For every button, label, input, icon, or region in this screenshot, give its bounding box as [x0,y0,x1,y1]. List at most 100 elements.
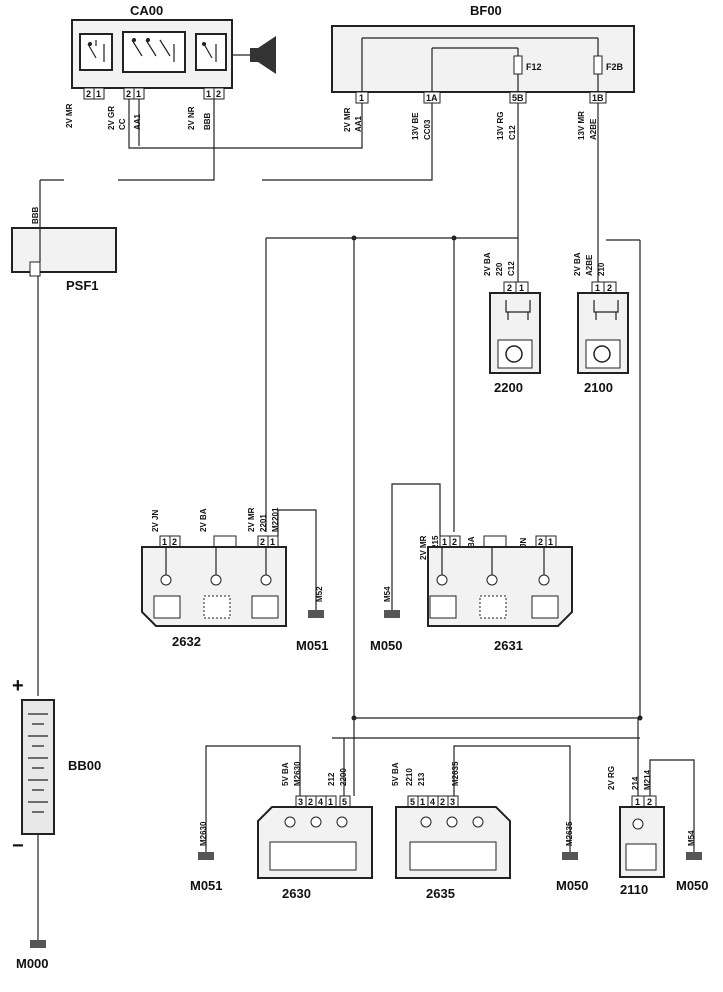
turn-signal-icon [409,841,497,871]
pin-ca00-a1: 2 [86,89,91,99]
pin-2632-b2: 1 [270,537,275,547]
label-2630: 2630 [282,886,311,901]
ground-label: M050 [370,638,403,653]
wire-label: 212 [327,772,336,786]
wire-label: 5V BA [281,762,290,786]
wire-label: 2V BA [199,508,208,532]
pin-2631-b1: 2 [538,537,543,547]
pin-2635: 1 [420,797,425,807]
pin-2110-b: 2 [647,797,652,807]
wire-label: 2V GR [107,106,116,130]
pin-2630: 5 [342,797,347,807]
label-2635: 2635 [426,886,455,901]
label-bb00: BB00 [68,758,101,773]
component-2632: 2V JN 2V BA 2V MR 2201 M2201 1 2 2 1 263… [141,507,287,649]
light-icon [479,595,507,619]
wire-label: AA1 [133,113,142,130]
wire-label: 2V BA [483,252,492,276]
pin-2630: 2 [308,797,313,807]
pin-2632-a1: 1 [162,537,167,547]
pin-ca00-b1: 2 [126,89,131,99]
wire-label: 210 [597,262,606,276]
wire-label: M214 [643,769,652,790]
battery-minus: − [12,835,24,857]
wire-label: CC [118,118,127,130]
component-bb00: + − BB00 [12,675,101,857]
wire-label: 5V BA [391,762,400,786]
horn-icon [250,36,276,74]
component-2635: 5V BA 2210 213 M2635 5 1 4 2 3 2635 [391,761,511,901]
fog-lamp-icon [531,595,559,619]
pin-2635: 2 [440,797,445,807]
wire-label: 2V JN [151,510,160,532]
lamp-icon [593,345,611,363]
wire-label: M2630 [293,761,302,786]
label-psf1: PSF1 [66,278,99,293]
label-2110: 2110 [620,882,648,897]
label-2631: 2631 [494,638,523,653]
ground-label: M54 [687,830,696,846]
label-2632: 2632 [172,634,201,649]
component-2100: 2V BA A2BE 210 1 2 2100 [573,252,629,395]
pin-ca00-c2: 2 [216,89,221,99]
lamp-icon [625,843,657,871]
light-icon [203,595,231,619]
pin-2635: 5 [410,797,415,807]
wire-label: 2200 [339,768,348,786]
headlamp-icon [429,595,457,619]
component-psf1: BBB PSF1 [11,206,117,293]
ground-label: M2635 [565,821,574,846]
pin-bf00-1a: 1A [426,93,438,103]
wire-label: 2V MR [247,507,256,532]
component-ca00: CA00 2 1 2 1 1 2 [71,3,276,100]
wire-label: 2210 [405,768,414,786]
pin-2110-a: 1 [635,797,640,807]
pin-2100-b: 2 [607,283,612,293]
ground-label: M000 [16,956,49,971]
lamp-icon [505,345,523,363]
wire-label: 2201 [259,514,268,532]
pin-2631-a2: 2 [452,537,457,547]
fuse-f12: F12 [526,62,542,72]
component-2200: 2V BA 220 C12 2 1 2200 [483,252,541,395]
pin-2200-a: 2 [507,283,512,293]
wire-label: 2V MR [343,107,352,132]
ground-m054-b: M54 M050 [676,830,709,893]
pin-ca00-a2: 1 [96,89,101,99]
wire-label: 220 [495,262,504,276]
label-ca00: CA00 [130,3,163,18]
label-bf00: BF00 [470,3,502,18]
component-2110: 2V RG 214 M214 1 2 2110 [607,766,665,897]
wire-label: 2V BA [573,252,582,276]
wire-label: 13V BE [411,112,420,140]
pin-2632-b1: 2 [260,537,265,547]
pin-2630: 3 [298,797,303,807]
label-2200: 2200 [494,380,523,395]
pin-2631-b2: 1 [548,537,553,547]
ground-label: M2630 [199,821,208,846]
component-bf00: F12 F2B BF00 1 1A 5B 1B [331,3,635,104]
wire-label: BBB [31,206,40,224]
ground-label: M050 [676,878,709,893]
ground-label: M54 [383,586,392,602]
ground-label: M051 [296,638,329,653]
wire-label: CC03 [423,119,432,140]
pin-2635: 3 [450,797,455,807]
pin-bf00-1: 1 [359,93,364,103]
component-2630: 5V BA M2630 212 2200 3 2 4 1 5 2630 [257,761,373,901]
pin-2630: 4 [318,797,323,807]
ground-label: M051 [190,878,223,893]
ground-label: M52 [315,586,324,602]
wire-label: 2V NR [187,106,196,130]
ground-m2630: M2630 M051 [190,821,223,893]
wire-label: 2V MR [65,103,74,128]
wire-label: 13V RG [496,112,505,140]
pin-2630: 1 [328,797,333,807]
wire-label: 213 [417,772,426,786]
turn-signal-icon [269,841,357,871]
pin-2632-a2: 2 [172,537,177,547]
wire-label: BBB [203,112,212,130]
ground-m2635: M2635 M050 [556,821,589,893]
